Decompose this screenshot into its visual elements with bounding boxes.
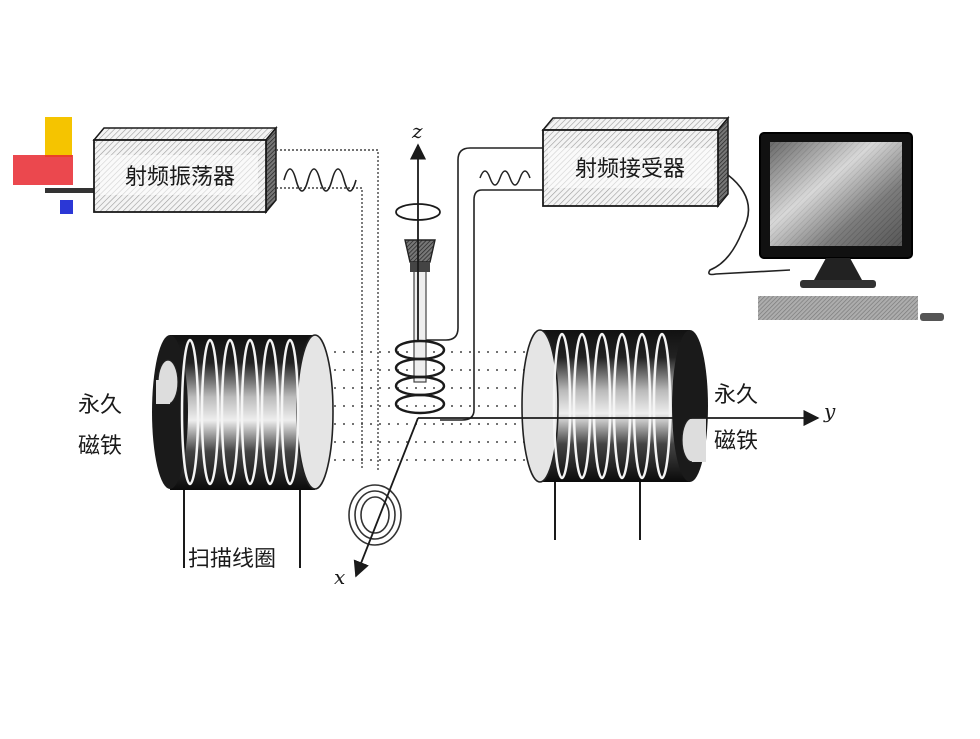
rf-receiver-label: 射频接受器 xyxy=(575,157,685,182)
left-scan-coil xyxy=(180,338,300,486)
sample-tube xyxy=(395,203,441,383)
receiver-cable xyxy=(420,147,543,421)
receiver-wave xyxy=(479,170,531,186)
slide-accent-decoration xyxy=(13,117,100,214)
right-scan-coil xyxy=(552,332,672,480)
oscillator-wave xyxy=(283,168,357,192)
accent-red-band xyxy=(13,155,73,185)
right-magnet-label-line1: 永久 xyxy=(714,383,758,408)
left-magnet-label-line1: 永久 xyxy=(78,393,122,418)
rf-receiver-box: 射频接受器 xyxy=(541,115,730,209)
magnetic-field-lines xyxy=(325,351,540,461)
y-axis-label: y xyxy=(823,399,836,423)
oscillator-cable xyxy=(276,149,379,470)
rf-oscillator-label: 射频振荡器 xyxy=(125,165,235,190)
scan-coil-label: 扫描线圈 xyxy=(188,547,276,572)
right-permanent-magnet xyxy=(521,329,708,540)
x-axis-label: x xyxy=(334,565,345,589)
scan-coil-callout: 扫描线圈 xyxy=(183,547,301,572)
left-permanent-magnet xyxy=(152,334,334,548)
right-magnet-label-line2: 磁铁 xyxy=(714,429,758,454)
keyboard-icon xyxy=(758,296,918,320)
coordinate-axes: z y x xyxy=(334,119,836,589)
receiver-coil xyxy=(394,339,446,415)
accent-yellow-square xyxy=(45,117,72,157)
z-axis-label: z xyxy=(411,119,423,143)
rf-oscillator-box: 射频振荡器 xyxy=(92,125,278,215)
transmitter-coil xyxy=(348,484,402,546)
monitor-icon xyxy=(708,132,944,321)
left-magnet-label-line2: 磁铁 xyxy=(78,434,122,459)
x-axis-arrow xyxy=(353,417,419,578)
accent-blue-square xyxy=(60,200,73,214)
accent-divider xyxy=(45,188,100,193)
